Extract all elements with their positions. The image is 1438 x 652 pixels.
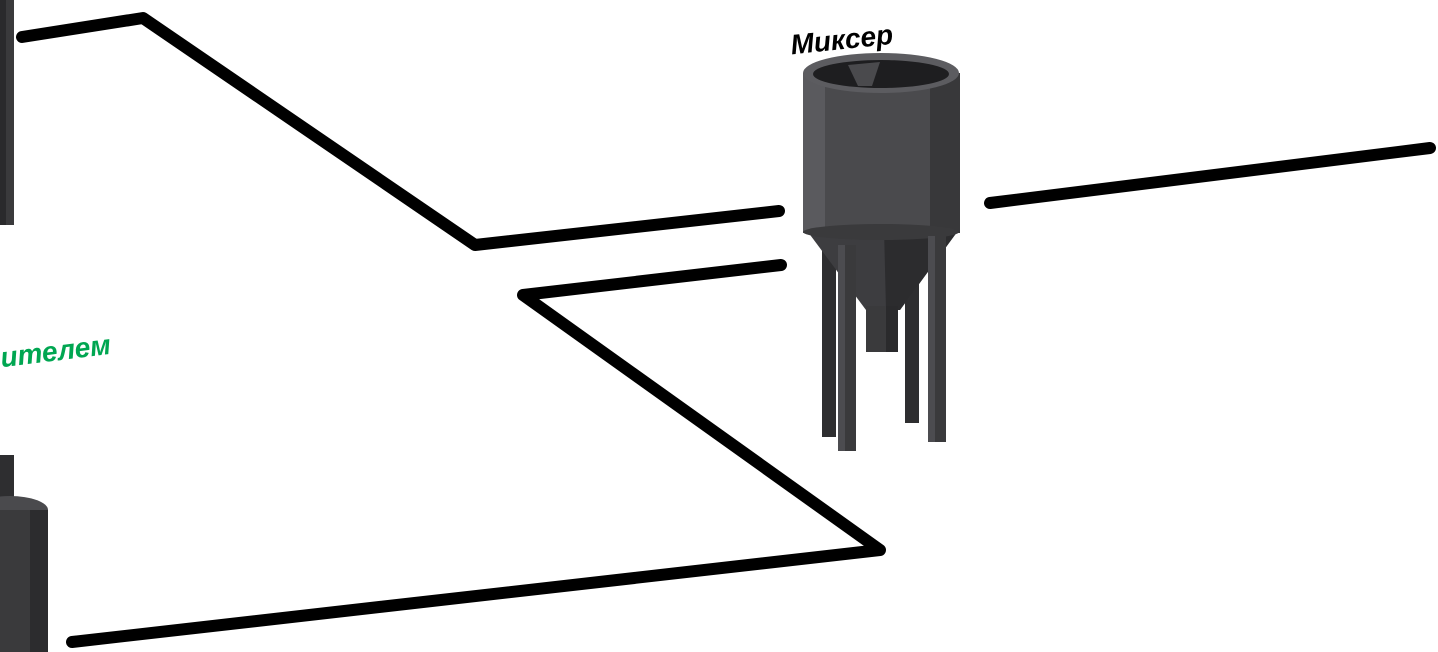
mixer-icon bbox=[803, 53, 960, 451]
left-equipment-bottom bbox=[0, 455, 48, 652]
pipe-right-outlet bbox=[984, 142, 1436, 209]
left-equipment-top bbox=[0, 0, 14, 225]
pipe-upper-left bbox=[16, 12, 785, 251]
pipe-lower-loop bbox=[66, 259, 886, 648]
partial-green-label: ителем bbox=[0, 329, 113, 373]
pipelines bbox=[16, 12, 1436, 648]
